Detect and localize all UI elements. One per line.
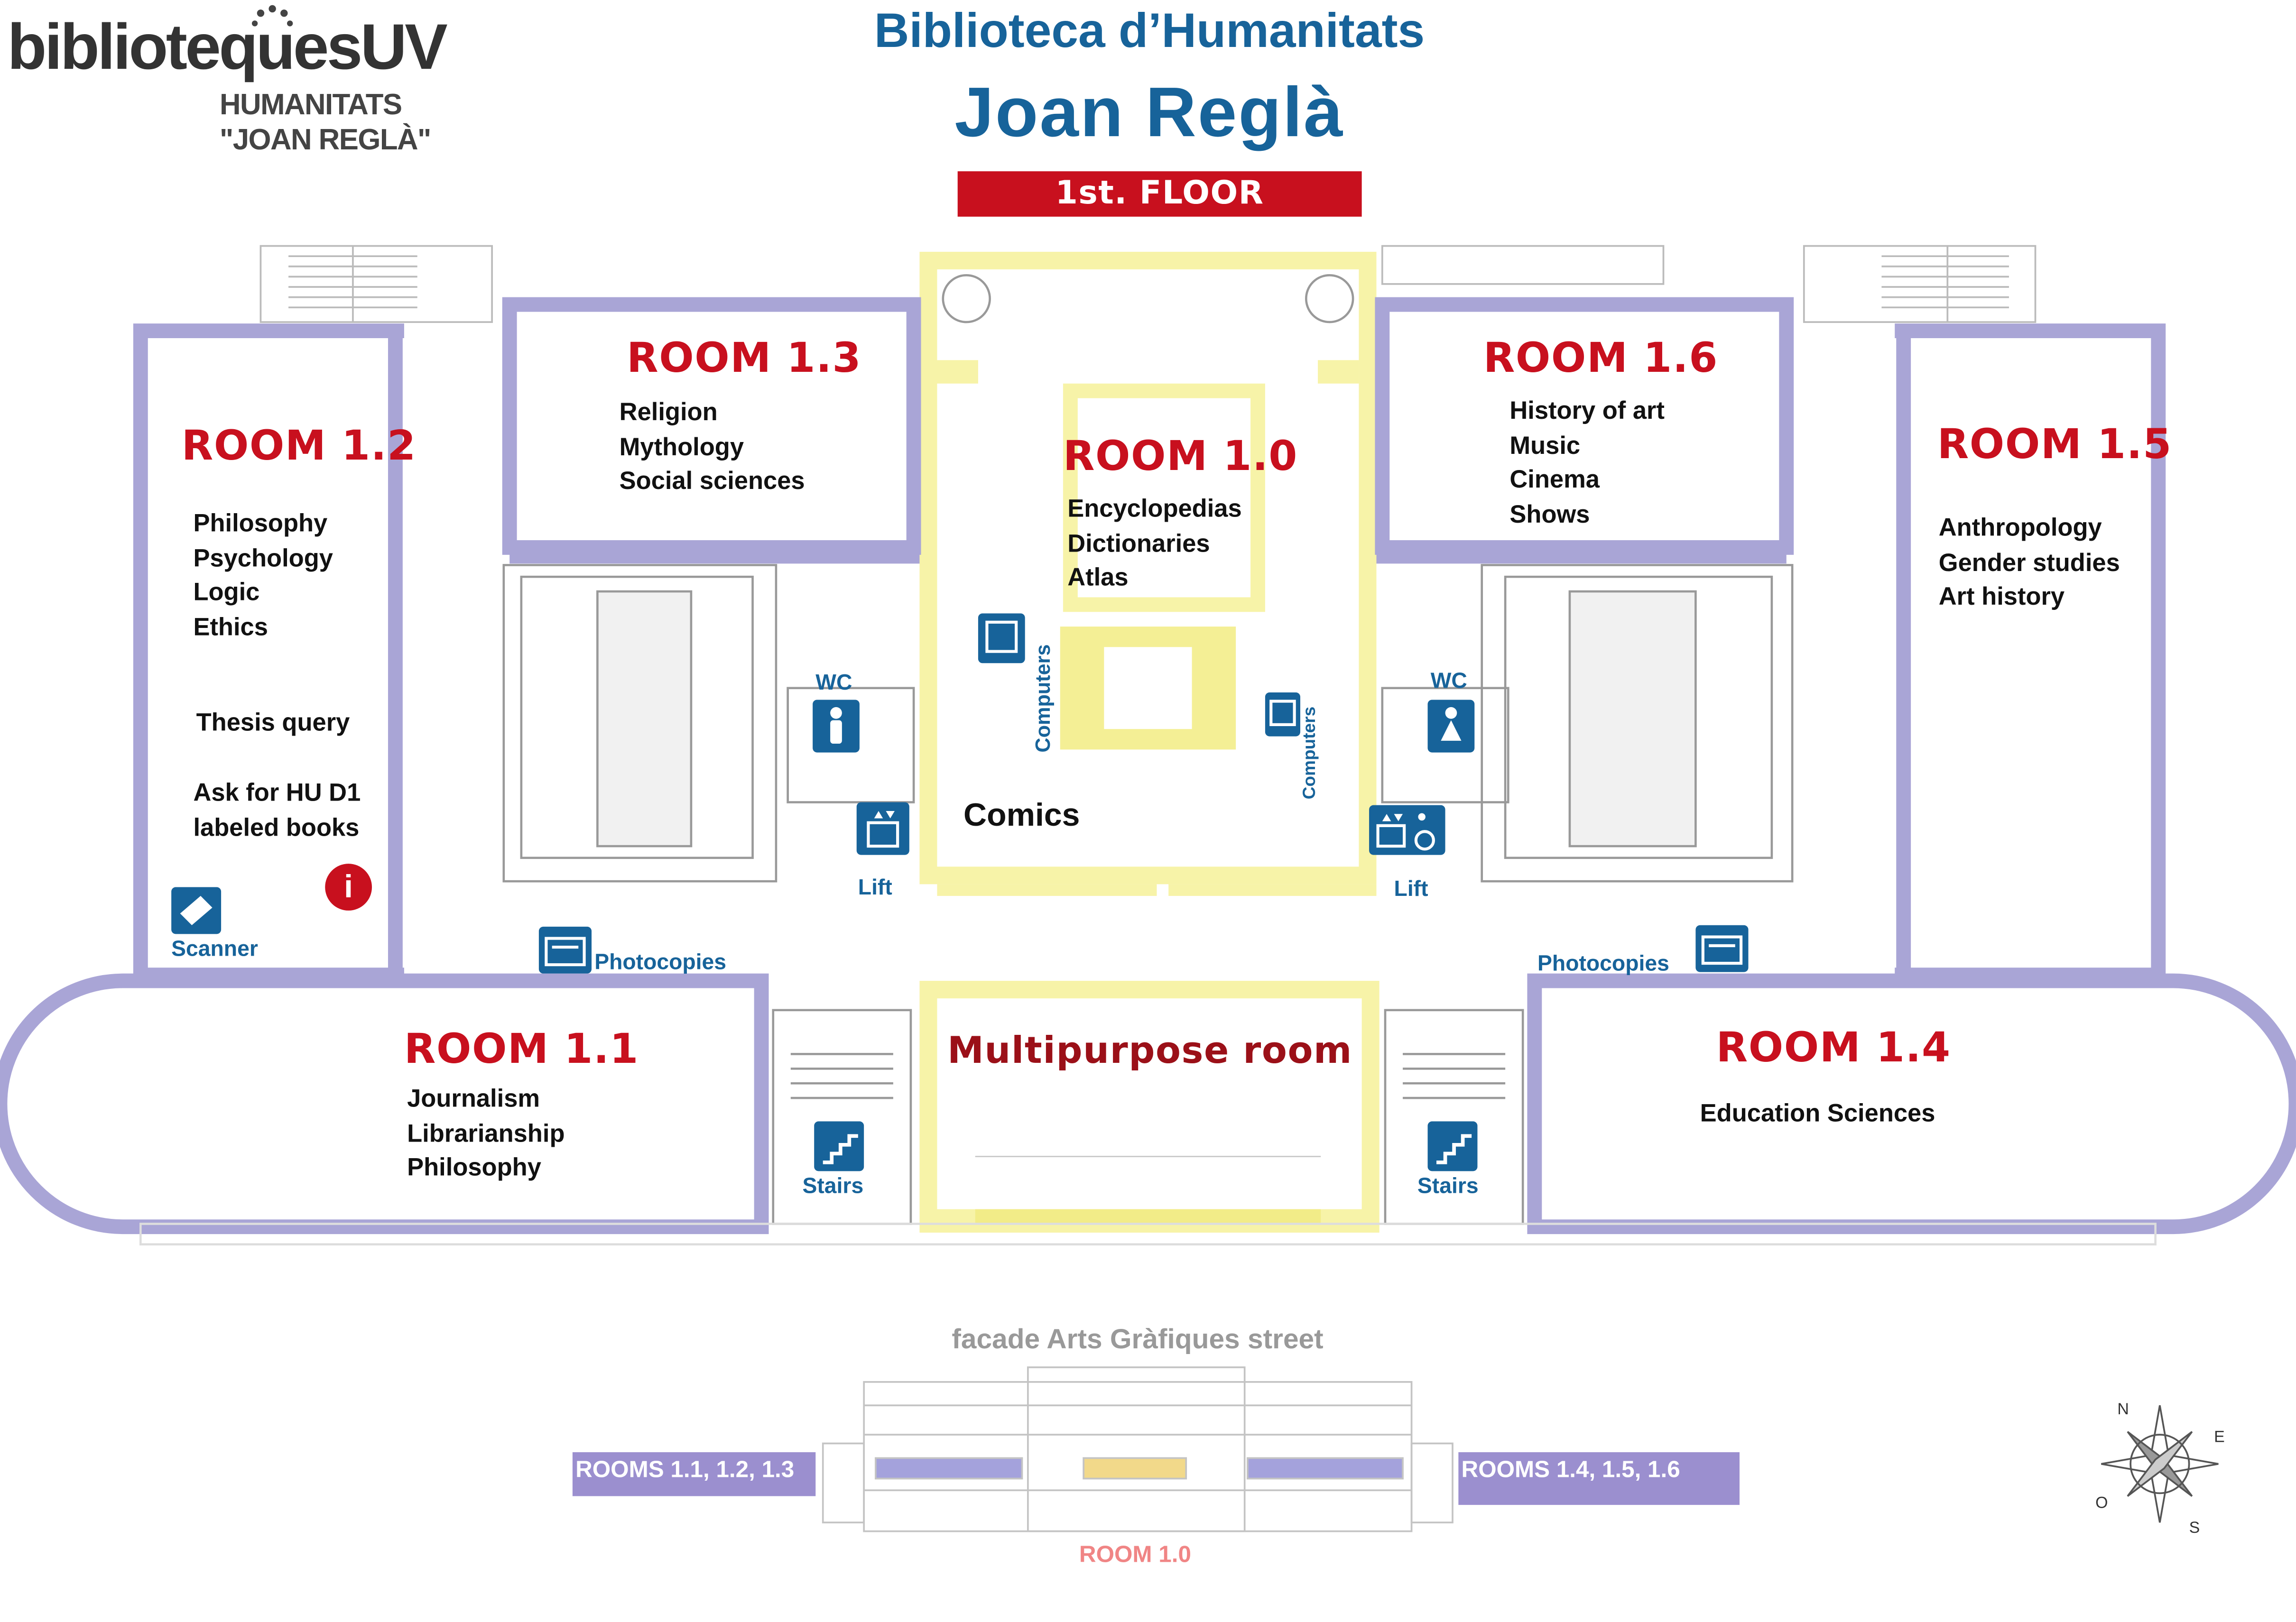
- multipurpose-room-walls: [919, 981, 1379, 1233]
- lift-right-label: Lift: [1394, 876, 1428, 902]
- subject-item: History of art: [1509, 396, 1665, 425]
- subject-item: Ethics: [193, 612, 268, 641]
- thesis-query-label: Thesis query: [196, 708, 350, 737]
- top-left-staircase: [259, 245, 493, 323]
- ask-hu-d1-note: Ask for HU D1 labeled books: [193, 776, 361, 845]
- subject-item: Logic: [193, 578, 260, 606]
- facade-center-label: ROOM 1.0: [1079, 1543, 1191, 1568]
- subject-item: Philosophy: [193, 509, 328, 537]
- room-1-4-title: ROOM 1.4: [1716, 1023, 1951, 1072]
- lift-right-accessible-icon: [1369, 805, 1445, 855]
- scanner-label: Scanner: [171, 937, 258, 962]
- subject-item: Shows: [1509, 500, 1590, 528]
- stairs-left-label: Stairs: [802, 1174, 864, 1199]
- subject-item: Psychology: [193, 544, 333, 572]
- photocopier-right-icon: [1695, 925, 1749, 972]
- library-title: Biblioteca d’Humanitats: [874, 3, 1425, 57]
- comics-label: Comics: [963, 796, 1080, 833]
- room-1-2-title: ROOM 1.2: [181, 421, 417, 470]
- compass-east: E: [2214, 1428, 2225, 1447]
- room-1-6-title: ROOM 1.6: [1483, 333, 1718, 382]
- computer-right-icon: [1265, 692, 1300, 737]
- stairs-right-label: Stairs: [1417, 1174, 1479, 1199]
- subject-item: Cinema: [1509, 465, 1600, 494]
- subject-item: Mythology: [619, 433, 744, 461]
- computer-left-icon: [978, 613, 1025, 664]
- logo-text: bibliotequesUV: [7, 11, 447, 83]
- lift-left-icon: [856, 802, 909, 855]
- information-icon: i: [325, 864, 372, 911]
- atrium-room-1-0: [919, 251, 1377, 896]
- facade-drawing: [822, 1366, 1454, 1532]
- logo-dots: [251, 5, 293, 27]
- facade-left-band: ROOMS 1.1, 1.2, 1.3: [572, 1452, 816, 1496]
- ask-line: Ask for HU D1: [193, 779, 361, 807]
- room-1-6-subjects: History of art Music Cinema Shows: [1509, 394, 1665, 531]
- compass-south: S: [2189, 1519, 2200, 1538]
- info-glyph: i: [344, 868, 353, 905]
- room-1-3-title: ROOM 1.3: [627, 333, 862, 382]
- photocopier-left-icon: [538, 926, 592, 974]
- room-1-4-subjects: Education Sciences: [1700, 1097, 1935, 1131]
- logo-subtitle: HUMANITATS "JOAN REGLÀ": [220, 88, 431, 158]
- room-1-0-title: ROOM 1.0: [1063, 432, 1298, 480]
- wc-right-label: WC: [1430, 669, 1467, 694]
- room-1-0-subjects: Encyclopedias Dictionaries Atlas: [1067, 492, 1242, 595]
- subject-item: Dictionaries: [1067, 529, 1210, 557]
- male-wc-icon: [813, 700, 860, 753]
- subject-item: Anthropology: [1938, 514, 2102, 542]
- subject-item: Encyclopedias: [1067, 495, 1242, 523]
- subject-item: Music: [1509, 431, 1581, 459]
- hall-blocks: [139, 564, 2157, 1246]
- subject-item: Art history: [1938, 582, 2065, 611]
- subject-item: Philosophy: [407, 1153, 541, 1181]
- photocopies-right-label: Photocopies: [1537, 951, 1669, 977]
- multipurpose-room-title: Multipurpose room: [947, 1029, 1353, 1072]
- stairs-right-icon: [1427, 1121, 1478, 1171]
- logo-subtitle-line1: HUMANITATS: [220, 89, 402, 122]
- room-1-5-title: ROOM 1.5: [1937, 420, 2172, 469]
- subject-item: Education Sciences: [1700, 1099, 1935, 1127]
- facade-title: facade Arts Gràfiques street: [952, 1325, 1324, 1356]
- floor-label: 1st. FLOOR: [957, 171, 1362, 217]
- subject-item: Social sciences: [619, 467, 805, 495]
- wc-left-label: WC: [815, 670, 852, 696]
- subject-item: Gender studies: [1938, 548, 2120, 576]
- compass-west: O: [2095, 1494, 2108, 1512]
- compass-rose: [2101, 1405, 2219, 1523]
- subject-item: Religion: [619, 398, 718, 426]
- scanner-icon: [171, 887, 222, 934]
- room-1-2-subjects: Philosophy Psychology Logic Ethics: [193, 507, 333, 644]
- subject-item: Librarianship: [407, 1119, 565, 1147]
- room-1-1-subjects: Journalism Librarianship Philosophy: [407, 1082, 565, 1185]
- stairs-left-icon: [814, 1121, 864, 1171]
- lift-left-label: Lift: [858, 875, 892, 901]
- compass-north: N: [2117, 1401, 2129, 1419]
- ask-line: labeled books: [193, 813, 360, 841]
- computers-left-label: Computers: [1031, 644, 1055, 753]
- subject-item: Atlas: [1067, 563, 1129, 592]
- computers-right-label: Computers: [1298, 706, 1320, 800]
- room-1-1-title: ROOM 1.1: [404, 1024, 639, 1073]
- female-wc-icon: [1427, 700, 1475, 753]
- room-walls: [0, 297, 2296, 1235]
- logo-subtitle-line2: "JOAN REGLÀ": [220, 124, 431, 157]
- room-1-3-subjects: Religion Mythology Social sciences: [620, 395, 805, 498]
- facade-right-band: ROOMS 1.4, 1.5, 1.6: [1458, 1452, 1740, 1505]
- library-name: Joan Reglà: [954, 74, 1344, 153]
- room-1-5-subjects: Anthropology Gender studies Art history: [1939, 511, 2120, 614]
- photocopies-left-label: Photocopies: [594, 950, 727, 975]
- top-right-staircase: [1381, 245, 2037, 323]
- subject-item: Journalism: [407, 1085, 540, 1113]
